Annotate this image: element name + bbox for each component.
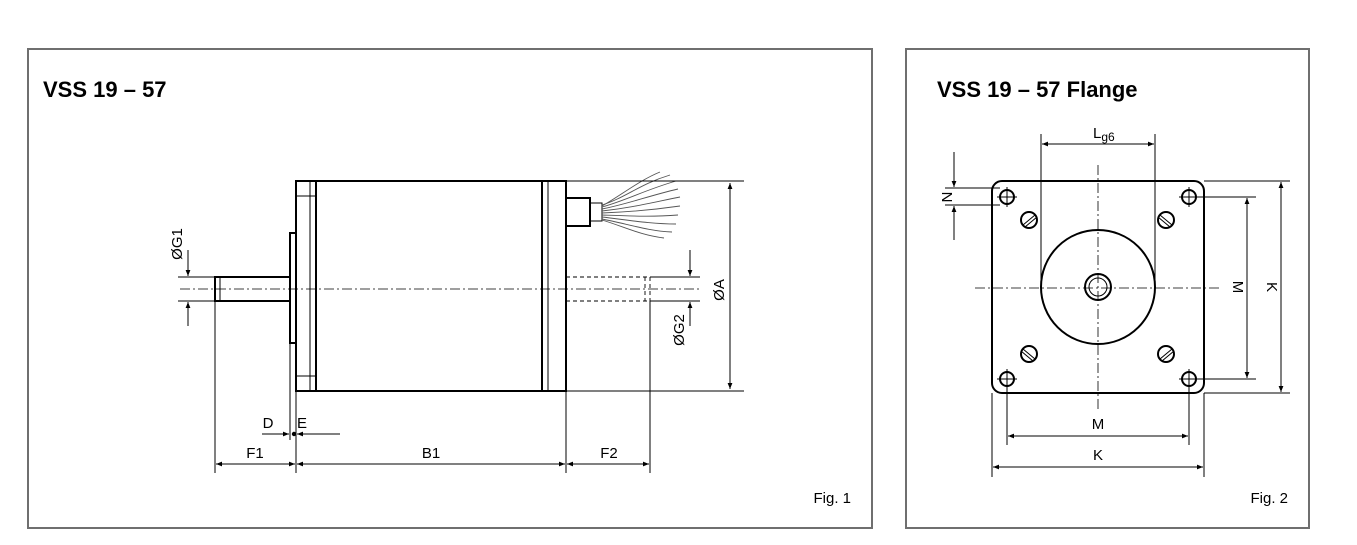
label-hole-spacing-horizontal: M (1092, 416, 1105, 433)
label-rear-shaft-length: F2 (600, 445, 618, 462)
label-hole-spacing-vertical: M (1229, 281, 1246, 294)
rear-end-cap (541, 180, 567, 392)
figure-1-title: VSS 19 – 57 (43, 77, 167, 102)
dim-hole-spacing-vertical (1196, 196, 1256, 380)
figure-2-caption: Fig. 2 (1250, 490, 1288, 507)
dim-front-shaft-diameter (178, 250, 215, 326)
figure-1-caption: Fig. 1 (813, 490, 851, 507)
label-flange-offset: D (263, 415, 274, 432)
rear-shaft-hidden (566, 276, 651, 302)
dim-hole-spacing-horizontal (1006, 386, 1190, 445)
dim-flange-offset (262, 431, 340, 437)
shaft (1084, 273, 1112, 301)
figure-2-panel: VSS 19 – 57 Flange Fig. 2 (905, 48, 1310, 529)
dim-hole-size (945, 152, 1000, 240)
lead-wires (601, 171, 681, 239)
dim-flange-size-vertical (1204, 180, 1290, 394)
dim-body-diameter (566, 180, 744, 392)
dim-flange-size-horizontal (991, 393, 1205, 477)
dim-rear-shaft-diameter (650, 250, 700, 326)
label-flange-size-vertical: K (1263, 282, 1280, 292)
motor-body (315, 180, 543, 392)
screws (1020, 211, 1175, 363)
front-shaft (214, 276, 291, 302)
label-front-shaft-diameter: ØG1 (169, 228, 186, 260)
front-flange (295, 180, 317, 392)
label-rear-shaft-diameter: ØG2 (671, 314, 688, 346)
label-body-length: B1 (422, 445, 440, 462)
motor-side-view: ØA ØG2 ØG1 D E (169, 171, 744, 473)
label-hole-size: N (938, 192, 955, 203)
motor-flange-view: Lg6 N M K M (938, 125, 1290, 477)
dim-pilot-diameter (1040, 134, 1156, 287)
label-front-shaft-length: F1 (246, 445, 264, 462)
cable-gland (565, 197, 591, 227)
label-pilot-diameter: Lg6 (1093, 125, 1115, 144)
label-flange-thickness: E (297, 415, 307, 432)
figure-2-title: VSS 19 – 57 Flange (937, 77, 1138, 102)
flange-plate (991, 180, 1205, 394)
label-flange-size-horizontal: K (1093, 447, 1103, 464)
label-body-diameter: ØA (711, 279, 728, 301)
